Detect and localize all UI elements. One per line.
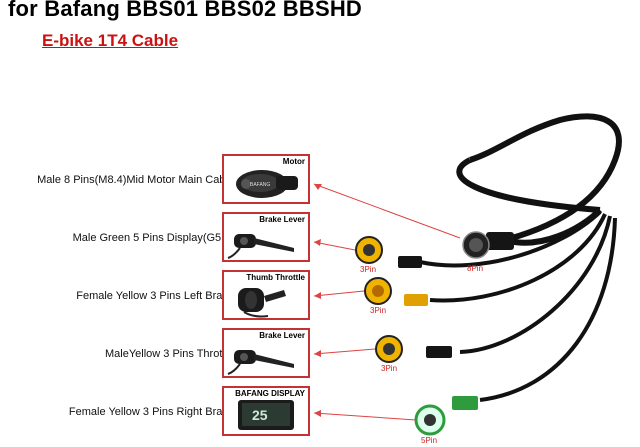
row-label-motor-cable: Male 8 Pins(M8.4)Mid Motor Main Cable — [37, 174, 234, 186]
pointer-line — [313, 183, 461, 239]
display-readout: 25 — [252, 407, 268, 423]
pointer-line — [313, 412, 417, 421]
row-label-throttle: MaleYellow 3 Pins Throttle — [104, 348, 234, 360]
page-subtitle: E-bike 1T4 Cable — [42, 31, 179, 50]
display-icon: 25 — [238, 400, 294, 430]
brake-lever-icon — [227, 350, 294, 375]
pin-label-5pin: 5Pin — [421, 436, 438, 445]
branch-cable-1 — [419, 210, 602, 268]
row-label-display: Male Green 5 Pins Display(G5.2) — [72, 232, 234, 244]
page-title: for Bafang BBS01 BBS02 BBSHD — [8, 0, 363, 21]
component-title-brake-lever-1: Brake Lever — [259, 215, 305, 224]
row-label-right-brake: Female Yellow 3 Pins Right Brake — [68, 406, 234, 418]
component-title-display: BAFANG DISPLAY — [235, 389, 305, 398]
pointer-line — [313, 348, 376, 355]
branch-cable-4 — [479, 217, 617, 402]
row-label-left-brake: Female Yellow 3 Pins Left Brake — [76, 290, 234, 302]
main-cable — [469, 113, 622, 243]
pin-label-3pin-b: 3Pin — [370, 306, 387, 315]
branch-cable-3 — [459, 215, 612, 354]
motor-icon: BAFANG — [236, 170, 298, 198]
pointer-line — [313, 241, 356, 251]
component-box-motor: Motor BAFANG — [222, 154, 310, 204]
pin-label-3pin-a: 3Pin — [360, 265, 377, 274]
component-title-motor: Motor — [282, 157, 305, 166]
component-box-brake-lever-1: Brake Lever — [222, 212, 310, 262]
pin-label-3pin-c: 3Pin — [381, 364, 398, 373]
branch-cable-2 — [429, 213, 607, 303]
component-title-thumb-throttle: Thumb Throttle — [246, 273, 305, 282]
motor-brand-text: BAFANG — [250, 182, 270, 188]
component-box-thumb-throttle: Thumb Throttle — [222, 270, 310, 320]
component-box-display: BAFANG DISPLAY 25 — [222, 386, 310, 436]
pointer-line — [313, 290, 365, 297]
main-cable-loop — [456, 157, 601, 213]
pin-label-8pin: 8Pin — [467, 264, 484, 273]
motor-plug — [486, 232, 514, 250]
thumb-throttle-icon — [238, 288, 286, 318]
component-box-brake-lever-2: Brake Lever — [222, 328, 310, 378]
brake-lever-icon — [227, 234, 294, 259]
component-title-brake-lever-2: Brake Lever — [259, 331, 305, 340]
